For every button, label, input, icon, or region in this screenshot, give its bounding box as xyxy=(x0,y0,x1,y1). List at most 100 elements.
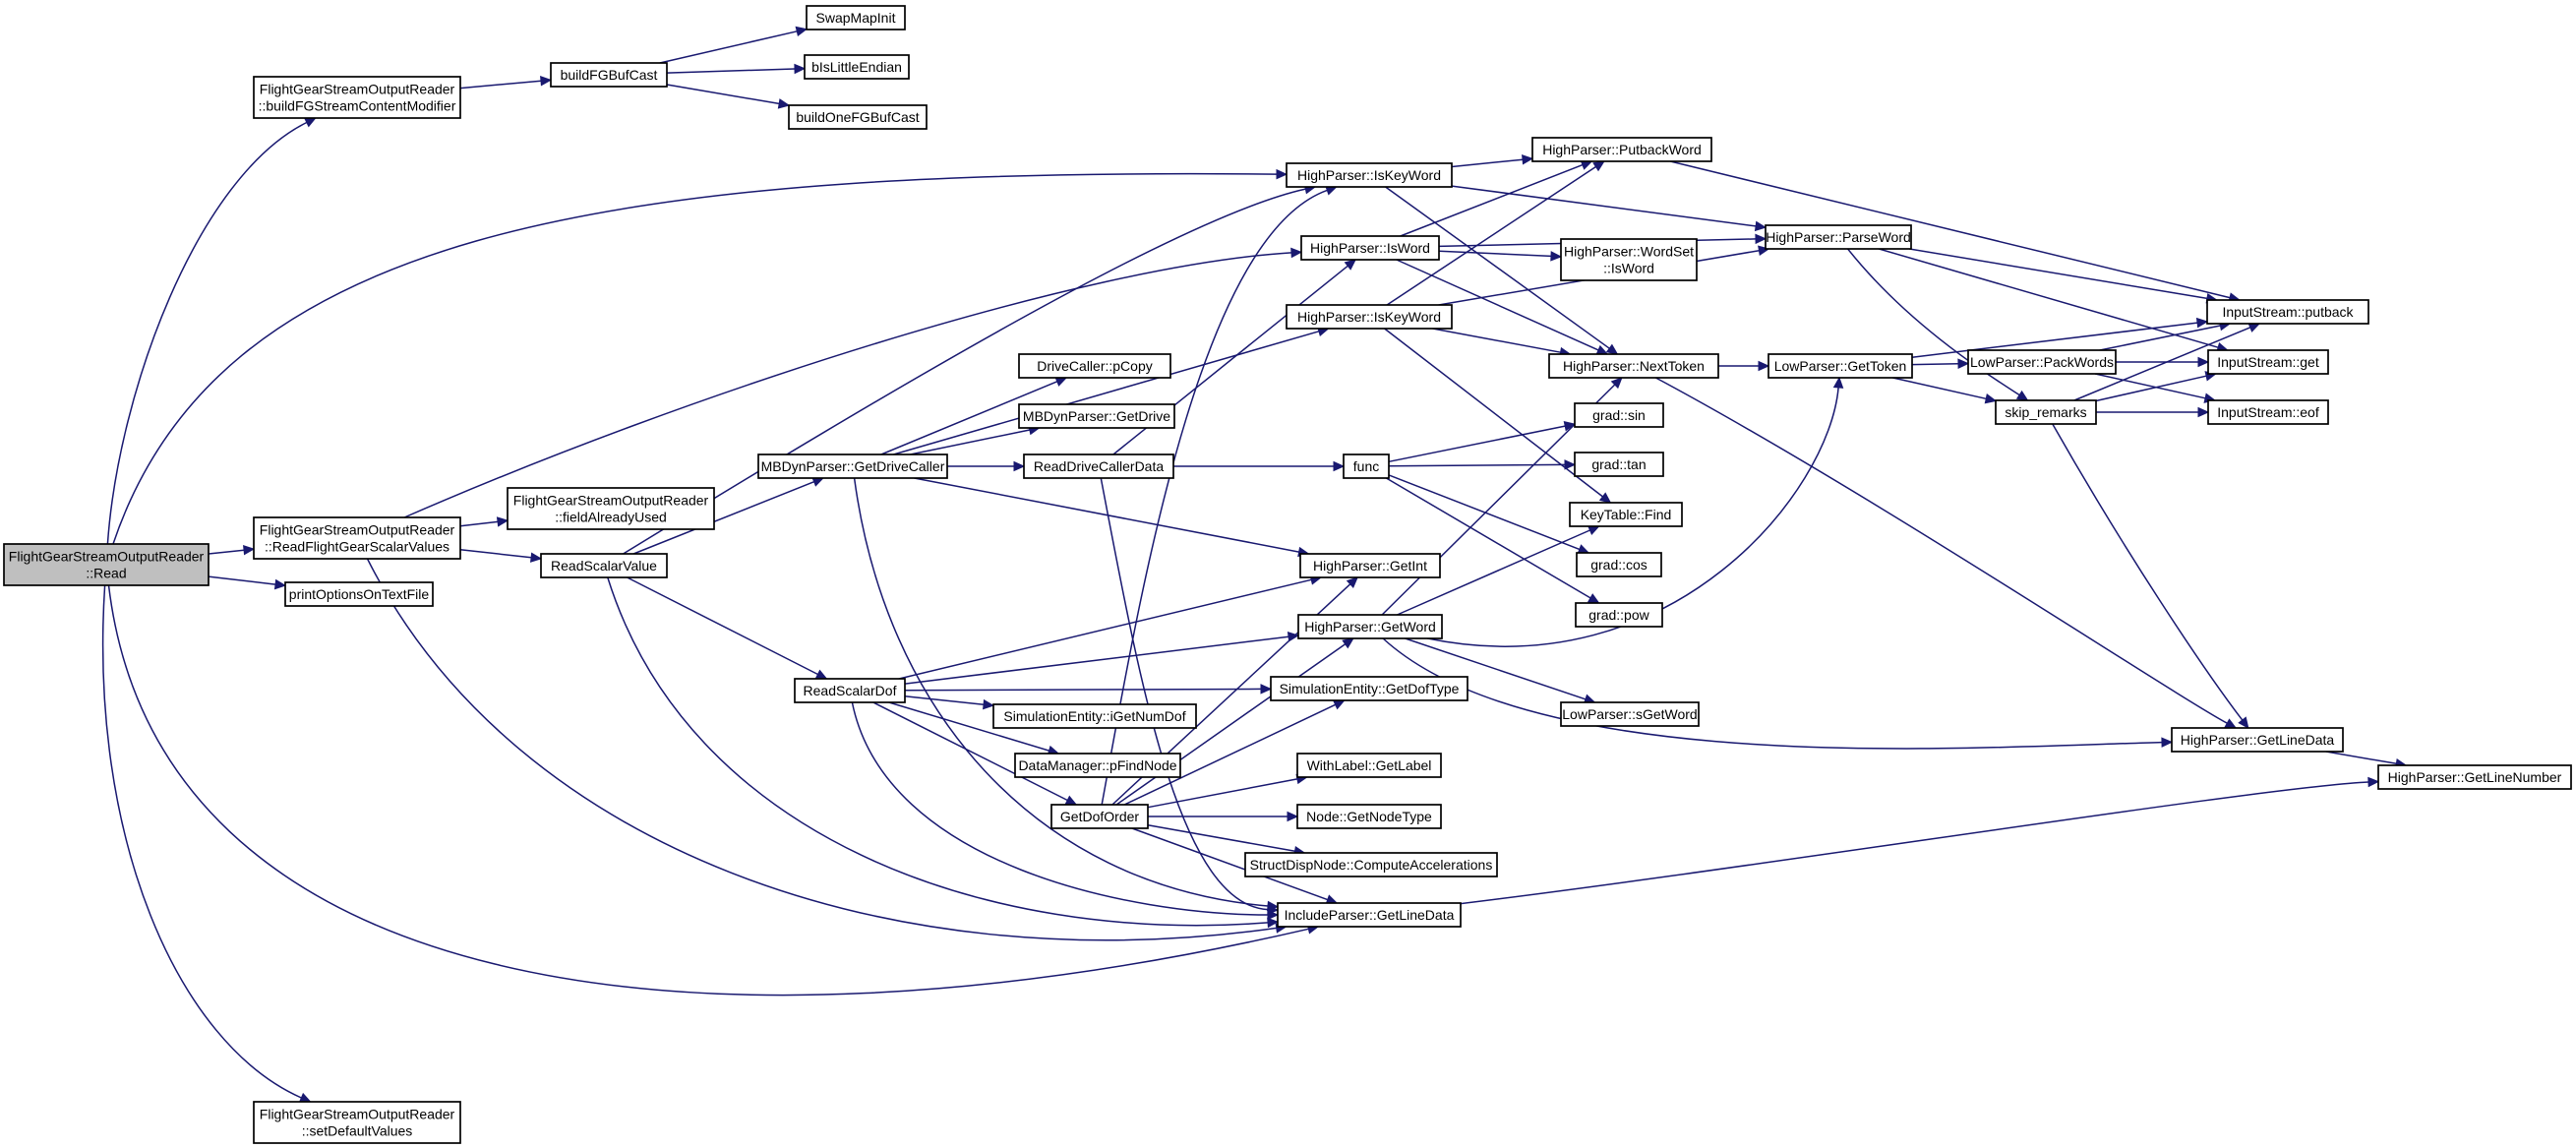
edge-line xyxy=(2094,373,2206,399)
function-node[interactable]: buildOneFGBufCast xyxy=(788,104,928,130)
node-label: grad::tan xyxy=(1591,456,1646,472)
function-node[interactable]: ReadScalarDof xyxy=(794,678,906,703)
arrowhead-icon xyxy=(1267,917,1280,929)
call-edge xyxy=(880,377,1068,455)
call-edge xyxy=(2116,356,2210,368)
function-node[interactable]: SimulationEntity::GetDofType xyxy=(1270,676,1468,701)
call-edge xyxy=(208,575,287,590)
arrowhead-icon xyxy=(1346,576,1358,589)
node-box xyxy=(540,553,668,578)
node-label: func xyxy=(1353,458,1379,474)
arrowhead-icon xyxy=(2161,737,2174,748)
edge-line xyxy=(1397,529,1590,616)
node-label: ReadDriveCallerData xyxy=(1034,458,1164,474)
arrowhead-icon xyxy=(298,1092,312,1103)
function-node[interactable]: KeyTable::Find xyxy=(1569,502,1683,527)
function-node[interactable]: InputStream::putback xyxy=(2206,299,2369,325)
function-node[interactable]: SimulationEntity::iGetNumDof xyxy=(992,703,1197,729)
node-label: InputStream::get xyxy=(2217,354,2319,370)
edge-line xyxy=(1388,474,1581,551)
call-edge xyxy=(1388,421,1577,463)
function-node[interactable]: FlightGearStreamOutputReader::fieldAlrea… xyxy=(507,487,715,530)
function-node[interactable]: LowParser::GetToken xyxy=(1767,353,1913,379)
function-node[interactable]: WithLabel::GetLabel xyxy=(1296,753,1442,778)
root-function-node[interactable]: FlightGearStreamOutputReader::Read xyxy=(3,543,210,586)
edge-line xyxy=(1400,163,1584,237)
edge-line xyxy=(893,331,1320,455)
function-node[interactable]: LowParser::PackWords xyxy=(1967,349,2117,375)
function-node[interactable]: HighParser::ParseWord xyxy=(1765,224,1912,250)
node-box xyxy=(1548,353,1719,379)
function-node[interactable]: ReadScalarValue xyxy=(540,553,668,578)
function-node[interactable]: grad::cos xyxy=(1576,552,1662,577)
arrowhead-icon xyxy=(2367,776,2380,788)
edge-line xyxy=(607,576,1269,927)
function-node[interactable]: SwapMapInit xyxy=(806,5,906,30)
call-edge xyxy=(1670,160,2241,303)
function-node[interactable]: printOptionsOnTextFile xyxy=(284,581,434,607)
node-label: ::setDefaultValues xyxy=(302,1123,413,1139)
function-node[interactable]: HighParser::IsKeyWord xyxy=(1286,162,1453,188)
arrowhead-icon xyxy=(795,26,809,37)
node-label: LowParser::GetToken xyxy=(1774,358,1907,374)
function-node[interactable]: grad::pow xyxy=(1575,602,1663,628)
node-box xyxy=(794,678,906,703)
function-node[interactable]: FlightGearStreamOutputReader::ReadFlight… xyxy=(253,516,461,560)
arrowhead-icon xyxy=(1755,233,1767,245)
arrowhead-icon xyxy=(1267,909,1280,921)
function-node[interactable]: InputStream::eof xyxy=(2207,399,2329,425)
edge-line xyxy=(1386,477,1591,599)
function-node[interactable]: grad::sin xyxy=(1574,402,1664,428)
edge-line xyxy=(623,188,1306,555)
node-label: MBDynParser::GetDriveCaller xyxy=(761,458,945,474)
function-node[interactable]: buildFGBufCast xyxy=(550,62,668,88)
edge-line xyxy=(904,635,1289,685)
call-edge xyxy=(627,576,828,680)
function-node[interactable]: StructDispNode::ComputeAccelerations xyxy=(1244,852,1498,877)
function-node[interactable]: DataManager::pFindNode xyxy=(1014,753,1181,778)
arrowhead-icon xyxy=(2197,356,2210,368)
call-edge xyxy=(1388,459,1577,470)
function-node[interactable]: MBDynParser::GetDriveCaller xyxy=(757,453,948,479)
function-node[interactable]: HighParser::NextToken xyxy=(1548,353,1719,379)
arrowhead-icon xyxy=(1592,160,1605,172)
call-edge xyxy=(898,574,1323,680)
arrowhead-icon xyxy=(304,117,317,128)
edge-line xyxy=(2099,325,2221,351)
function-node[interactable]: HighParser::GetInt xyxy=(1299,553,1441,578)
function-node[interactable]: func xyxy=(1343,453,1390,479)
function-node[interactable]: InputStream::get xyxy=(2207,349,2329,375)
function-node[interactable]: HighParser::GetWord xyxy=(1297,614,1443,639)
arrowhead-icon xyxy=(2224,718,2238,729)
node-box xyxy=(1531,137,1712,162)
function-node[interactable]: FlightGearStreamOutputReader::buildFGStr… xyxy=(253,76,461,119)
node-label: DriveCaller::pCopy xyxy=(1037,358,1152,374)
function-node[interactable]: HighParser::IsKeyWord xyxy=(1286,304,1453,330)
edge-line xyxy=(1460,781,2369,905)
function-node[interactable]: skip_remarks xyxy=(1995,399,2097,425)
function-node[interactable]: DriveCaller::pCopy xyxy=(1018,353,1171,379)
function-node[interactable]: GetDofOrder xyxy=(1050,804,1149,829)
function-node[interactable]: MBDynParser::GetDrive xyxy=(1018,403,1175,429)
function-node[interactable]: HighParser::WordSet::IsWord xyxy=(1560,238,1698,281)
function-node[interactable]: IncludeParser::GetLineData xyxy=(1277,902,1462,928)
function-node[interactable]: HighParser::PutbackWord xyxy=(1531,137,1712,162)
function-node[interactable]: LowParser::sGetWord xyxy=(1560,701,1700,727)
arrowhead-icon xyxy=(1332,699,1346,710)
call-edge xyxy=(1438,250,1563,262)
call-edge xyxy=(1451,185,1767,232)
function-node[interactable]: HighParser::GetLineData xyxy=(2171,727,2344,753)
call-edge xyxy=(607,576,1280,929)
call-edge xyxy=(1718,360,1770,372)
call-edge xyxy=(904,695,995,710)
function-node[interactable]: FlightGearStreamOutputReader::setDefault… xyxy=(253,1101,461,1144)
function-node[interactable]: HighParser::GetLineNumber xyxy=(2377,764,2572,790)
function-node[interactable]: Node::GetNodeType xyxy=(1296,804,1442,829)
function-node[interactable]: HighParser::IsWord xyxy=(1300,235,1440,261)
edge-line xyxy=(1100,477,1269,911)
call-edge xyxy=(1432,328,1572,358)
function-node[interactable]: grad::tan xyxy=(1574,452,1664,477)
function-node[interactable]: ReadDriveCallerData xyxy=(1023,453,1174,479)
function-node[interactable]: bIsLittleEndian xyxy=(804,54,910,80)
edge-line xyxy=(1382,637,2163,750)
